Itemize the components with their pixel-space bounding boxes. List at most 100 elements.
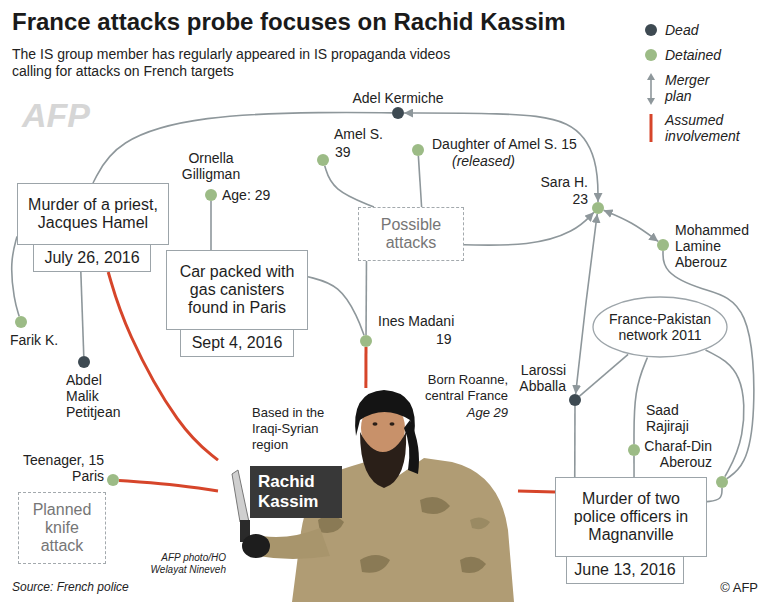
label-holder: Based in the Iraqi-Syrian region bbox=[252, 405, 344, 453]
involvement-line bbox=[119, 480, 218, 491]
person-name: Charaf-Din Aberouz bbox=[630, 438, 712, 470]
dashed-box: Planned knife attack bbox=[18, 492, 106, 564]
copyright: © AFP bbox=[720, 580, 758, 595]
legend-row: Assumed involvement bbox=[645, 112, 757, 144]
box-text: June 13, 2016 bbox=[571, 561, 679, 579]
suspect-figure bbox=[232, 390, 514, 602]
box-text: Murder of a priest, Jacques Hamel bbox=[24, 196, 162, 232]
link-line bbox=[81, 272, 84, 356]
person-name: Mohammed Lamine Aberouz bbox=[675, 222, 755, 270]
label-holder: Source: French police bbox=[12, 580, 129, 594]
dashed-attack-box: Possible attacks bbox=[358, 207, 464, 261]
person-name: Ornella Gilligman bbox=[169, 150, 253, 182]
link-line bbox=[464, 212, 594, 245]
detained-person-dot: Saad Rajiraji bbox=[628, 444, 640, 456]
detained-person-dot: Farik K. bbox=[15, 316, 27, 328]
name-holder: Amel S. bbox=[334, 126, 383, 142]
name-holder: Ornella Gilligman bbox=[169, 150, 253, 182]
link-line bbox=[633, 456, 635, 477]
date-box: June 13, 2016 bbox=[566, 556, 684, 584]
detained-person-dot: Ines Madani19 bbox=[360, 335, 372, 347]
name-holder: 39 bbox=[335, 144, 351, 160]
watermark: AFP bbox=[22, 96, 90, 134]
person-name: Larossi Abballa bbox=[504, 362, 566, 394]
detained-person-dot: Teenager, 15 Paris bbox=[107, 474, 119, 486]
legend-sample bbox=[645, 112, 659, 146]
name-holder: (released) bbox=[452, 153, 515, 169]
label-holder: © AFP bbox=[720, 580, 758, 595]
event-box-body: Murder of two police officers in Magnanv… bbox=[555, 477, 707, 557]
link-line bbox=[634, 357, 647, 444]
person-name: 23 bbox=[572, 191, 588, 207]
name-holder: Farik K. bbox=[10, 332, 58, 348]
name-holder: Charaf-Din Aberouz bbox=[630, 438, 712, 470]
person-name: Age: 29 bbox=[222, 187, 270, 203]
involvement-line bbox=[364, 347, 367, 388]
birth-note: Born Roanne, central France bbox=[408, 372, 508, 404]
link-line bbox=[325, 166, 374, 207]
ellipse-text-holder: France-Pakistan network 2011 bbox=[604, 311, 716, 343]
ellipse-shape bbox=[593, 297, 727, 357]
event-box: Murder of a priest, Jacques HamelJuly 26… bbox=[17, 183, 169, 272]
label-holder: Age 29 bbox=[408, 405, 508, 421]
legend-sample bbox=[645, 72, 659, 106]
label-holder: Born Roanne, central France bbox=[408, 372, 508, 404]
dead-person-dot: Abdel Malik Petitjean bbox=[78, 356, 90, 368]
event-box: Car packed with gas canisters found in P… bbox=[166, 250, 308, 357]
person-name: Saad Rajiraji bbox=[646, 402, 708, 434]
legend-text: Merger plan bbox=[665, 72, 725, 104]
detained-person-dot: Charaf-Din Aberouz bbox=[716, 476, 728, 488]
source-note: Source: French police bbox=[12, 580, 129, 594]
person-name: 39 bbox=[335, 144, 351, 160]
network-ellipse: France-Pakistan network 2011 bbox=[592, 296, 728, 358]
label-holder: The IS group member has regularly appear… bbox=[12, 46, 467, 80]
link-line bbox=[574, 406, 576, 477]
box-text: Sept 4, 2016 bbox=[185, 334, 289, 352]
link-line bbox=[12, 236, 19, 316]
person-name: Teenager, 15 Paris bbox=[8, 452, 104, 484]
link-line bbox=[418, 156, 421, 207]
network-text: France-Pakistan network 2011 bbox=[604, 311, 716, 343]
dashed-attack-box: Planned knife attack bbox=[18, 492, 106, 564]
location-note: Based in the Iraqi-Syrian region bbox=[252, 405, 344, 453]
dead-person-dot: Larossi Abballa bbox=[569, 394, 581, 406]
link-line bbox=[93, 112, 392, 183]
link-line bbox=[404, 113, 598, 202]
label-holder: AFP bbox=[22, 96, 90, 134]
detained-person-dot: Ornella GilligmanAge: 29 bbox=[205, 189, 217, 201]
person-name: Adel Kermiche bbox=[352, 90, 443, 106]
name-holder: Age: 29 bbox=[222, 187, 270, 203]
event-box-body: Murder of a priest, Jacques Hamel bbox=[17, 183, 169, 245]
person-name: (released) bbox=[452, 153, 515, 169]
name-tag: Rachid Kassim bbox=[250, 466, 342, 518]
person-name: Daughter of Amel S. 15 bbox=[432, 136, 577, 152]
box-text: Murder of two police officers in Magnanv… bbox=[562, 490, 700, 544]
date-box: Sept 4, 2016 bbox=[180, 329, 294, 357]
title-holder: France attacks probe focuses on Rachid K… bbox=[12, 8, 566, 36]
person-name: 19 bbox=[436, 331, 452, 347]
link-line bbox=[604, 210, 659, 241]
suspect-name: Rachid Kassim bbox=[258, 472, 334, 512]
person-name: Abdel Malik Petitjean bbox=[66, 372, 132, 420]
legend: DeadDetainedMerger planAssumed involveme… bbox=[645, 22, 763, 152]
legend-row: Detained bbox=[645, 47, 745, 63]
link-line bbox=[210, 201, 212, 250]
label-holder: AFP photo/HO Welayat Nineveh bbox=[142, 552, 226, 576]
event-box-body: Car packed with gas canisters found in P… bbox=[166, 250, 308, 330]
name-holder: Teenager, 15 Paris bbox=[8, 452, 104, 484]
event-box: Murder of two police officers in Magnanv… bbox=[555, 477, 707, 584]
name-holder: Adel Kermiche bbox=[352, 90, 443, 106]
box-text: Possible attacks bbox=[365, 216, 457, 252]
name-holder: Saad Rajiraji bbox=[646, 402, 708, 434]
person-name: Amel S. bbox=[334, 126, 383, 142]
name-holder: 23 bbox=[572, 191, 588, 207]
legend-row: Merger plan bbox=[645, 72, 725, 104]
name-holder: 19 bbox=[436, 331, 452, 347]
link-line bbox=[707, 488, 722, 502]
legend-swatch bbox=[645, 49, 657, 61]
detained-person-dot: Daughter of Amel S. 15(released) bbox=[412, 144, 424, 156]
person-name: Sara H. bbox=[541, 174, 588, 190]
box-text: Car packed with gas canisters found in P… bbox=[173, 263, 301, 317]
photo-credit: AFP photo/HO Welayat Nineveh bbox=[142, 552, 226, 576]
